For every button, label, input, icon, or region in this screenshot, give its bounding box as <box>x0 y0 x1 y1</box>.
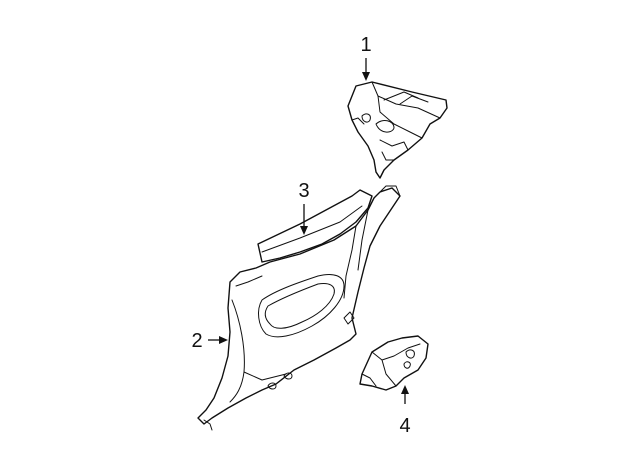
callout-1-label: 1 <box>360 34 371 56</box>
callout-4-label: 4 <box>399 415 410 437</box>
part-2-lower-trim-panel <box>197 185 401 431</box>
callout-2: 2 <box>191 330 228 352</box>
callout-1-arrowhead <box>362 72 370 81</box>
callout-3: 3 <box>298 180 310 235</box>
callout-1: 1 <box>360 34 372 81</box>
callout-2-label: 2 <box>191 330 202 352</box>
callout-4-arrowhead <box>401 385 409 394</box>
callout-3-label: 3 <box>298 180 309 202</box>
callout-3-arrowhead <box>300 226 308 235</box>
callout-2-arrowhead <box>219 336 228 344</box>
part-4-trim-bracket <box>359 335 429 391</box>
callout-4: 4 <box>399 385 411 437</box>
part-1-upper-trim-panel <box>347 81 448 179</box>
